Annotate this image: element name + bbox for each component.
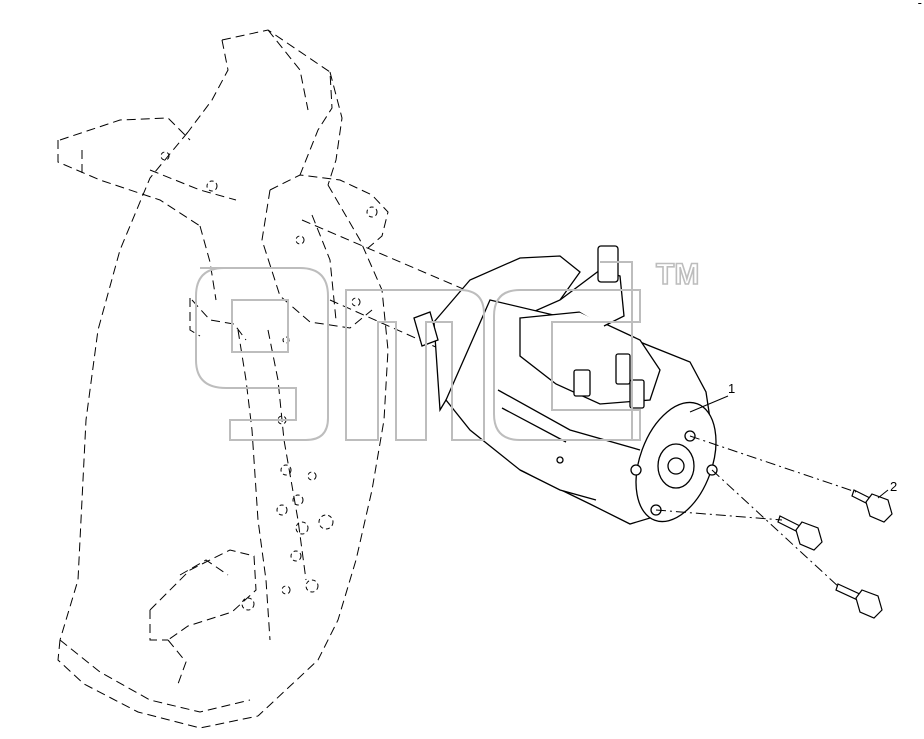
corner-mark: - <box>917 0 922 10</box>
housing-holes <box>160 151 378 611</box>
callout-1: 1 <box>689 381 735 413</box>
flange-bolt-upper <box>851 489 893 523</box>
flange-bolt-middle <box>777 515 823 551</box>
watermark-trademark: TM <box>656 258 699 291</box>
callout-1-number: 1 <box>728 381 735 396</box>
starter-motor <box>413 245 718 525</box>
callout-2-number: 2 <box>890 479 897 494</box>
alignment-lines <box>655 435 857 589</box>
gmc-watermark-logo <box>195 261 641 441</box>
flange-bolt-lower <box>835 583 883 619</box>
callout-2: 2 <box>877 479 897 499</box>
